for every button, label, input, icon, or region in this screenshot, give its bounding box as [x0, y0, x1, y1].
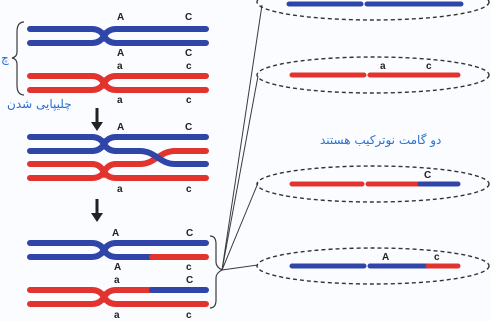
locus-label: C	[424, 170, 431, 181]
locus-label: c	[186, 95, 192, 106]
left-label-fragment: چ	[1, 51, 9, 65]
stage3-red-recombinant-chromatid	[27, 287, 155, 304]
locus-label: c	[186, 61, 192, 72]
arrow-down-2	[91, 199, 103, 222]
locus-label: c	[186, 262, 192, 273]
locus-label: A	[114, 262, 121, 273]
stage3-right-bracket	[209, 235, 224, 309]
locus-label: C	[186, 275, 193, 286]
stage1-blue-chromatid-top	[27, 26, 209, 43]
locus-label: a	[380, 61, 386, 72]
locus-label: a	[114, 310, 120, 321]
gamete-3: C	[256, 165, 490, 203]
stage3-red-chromatid	[27, 290, 209, 307]
locus-label: C	[185, 48, 192, 59]
gamete-4: A c	[256, 247, 490, 285]
stage1-blue-chromatid-bottom	[27, 29, 209, 46]
stage2-blue-chromatid-top	[27, 134, 209, 151]
locus-label: c	[186, 310, 192, 321]
stage2-crossing-over: A C a c	[27, 122, 209, 195]
stage2-blue-crossing-chromatid	[27, 137, 209, 167]
stage1-left-bracket	[11, 21, 25, 96]
locus-label: a	[117, 184, 123, 195]
locus-label: c	[434, 252, 440, 263]
locus-label: A	[117, 48, 124, 59]
stage1-homologous-pair: A C A C a c a c چ	[1, 12, 209, 106]
gamete-1	[256, 0, 490, 21]
stage1-red-chromatid-bottom	[27, 76, 209, 93]
locus-label: c	[186, 184, 192, 195]
gamete-2: a c	[256, 56, 490, 94]
locus-label: C	[185, 122, 192, 133]
locus-label: A	[382, 252, 389, 263]
locus-label: C	[185, 12, 192, 23]
arrow-down-1	[91, 108, 103, 131]
stage3-blue-chromatid	[27, 240, 209, 257]
gamete-connector-lines	[221, 4, 263, 271]
locus-label: c	[426, 61, 432, 72]
locus-label: a	[117, 95, 123, 106]
locus-label: A	[117, 122, 124, 133]
locus-label: a	[114, 275, 120, 286]
locus-label: A	[117, 12, 124, 23]
crossing-over-label: چلیپایی شدن	[7, 97, 72, 111]
locus-label: C	[186, 228, 193, 239]
recombinant-gametes-note: دو گامت نوترکیب هستند	[320, 133, 441, 148]
stage2-red-chromatid-bottom	[27, 166, 209, 181]
stage3-recombined-pair: A C A c a C a c	[27, 228, 224, 321]
locus-label: A	[112, 228, 119, 239]
stage3-blue-recombinant-chromatid	[27, 243, 155, 260]
stage1-red-chromatid-top	[27, 73, 209, 90]
locus-label: a	[117, 61, 123, 72]
